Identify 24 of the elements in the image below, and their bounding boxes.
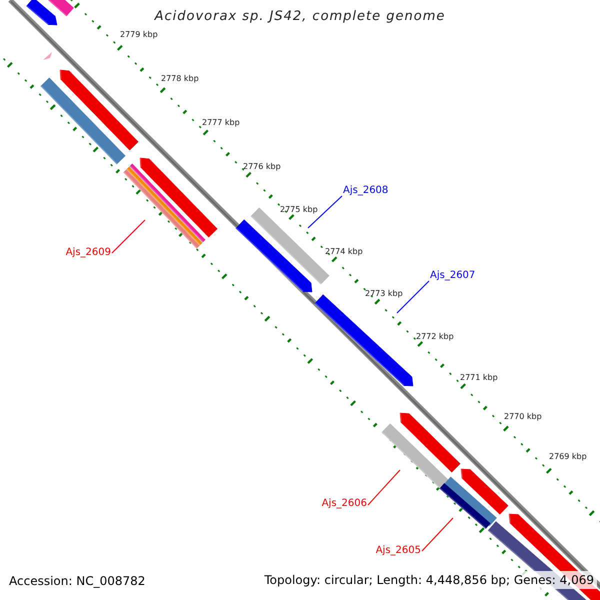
genome-info-text: Topology: circular; Length: 4,448,856 bp; Genes: 4,069 (261, 571, 597, 589)
gene-label: Ajs_2605 (376, 545, 421, 556)
leader-line (112, 220, 146, 254)
leader-line (422, 518, 454, 552)
gene-label: Ajs_2607 (430, 270, 476, 281)
scale-label: 2776 kbp (243, 162, 281, 171)
scale-label: 2778 kbp (161, 74, 199, 83)
scale-label: 2775 kbp (280, 205, 318, 214)
accession-text: Accession: NC_008782 (9, 574, 146, 588)
gene-label: Ajs_2606 (322, 498, 367, 509)
leader-line (396, 280, 430, 314)
scale-label: 2774 kbp (325, 247, 363, 256)
scale-label: 2769 kbp (549, 452, 587, 461)
gene-label: Ajs_2609 (66, 247, 111, 258)
scale-label: 2772 kbp (416, 332, 454, 341)
scale-label: 2773 kbp (365, 289, 403, 298)
gene-label: Ajs_2608 (343, 185, 388, 196)
title: Acidovorax sp. JS42, complete genome (153, 9, 446, 24)
leader-line (368, 470, 400, 506)
leader-line (308, 196, 342, 228)
scale-label: 2770 kbp (504, 412, 542, 421)
scale-label: 2777 kbp (202, 118, 240, 127)
scale-label: 2779 kbp (120, 30, 158, 39)
scale-label: 2771 kbp (460, 373, 498, 382)
